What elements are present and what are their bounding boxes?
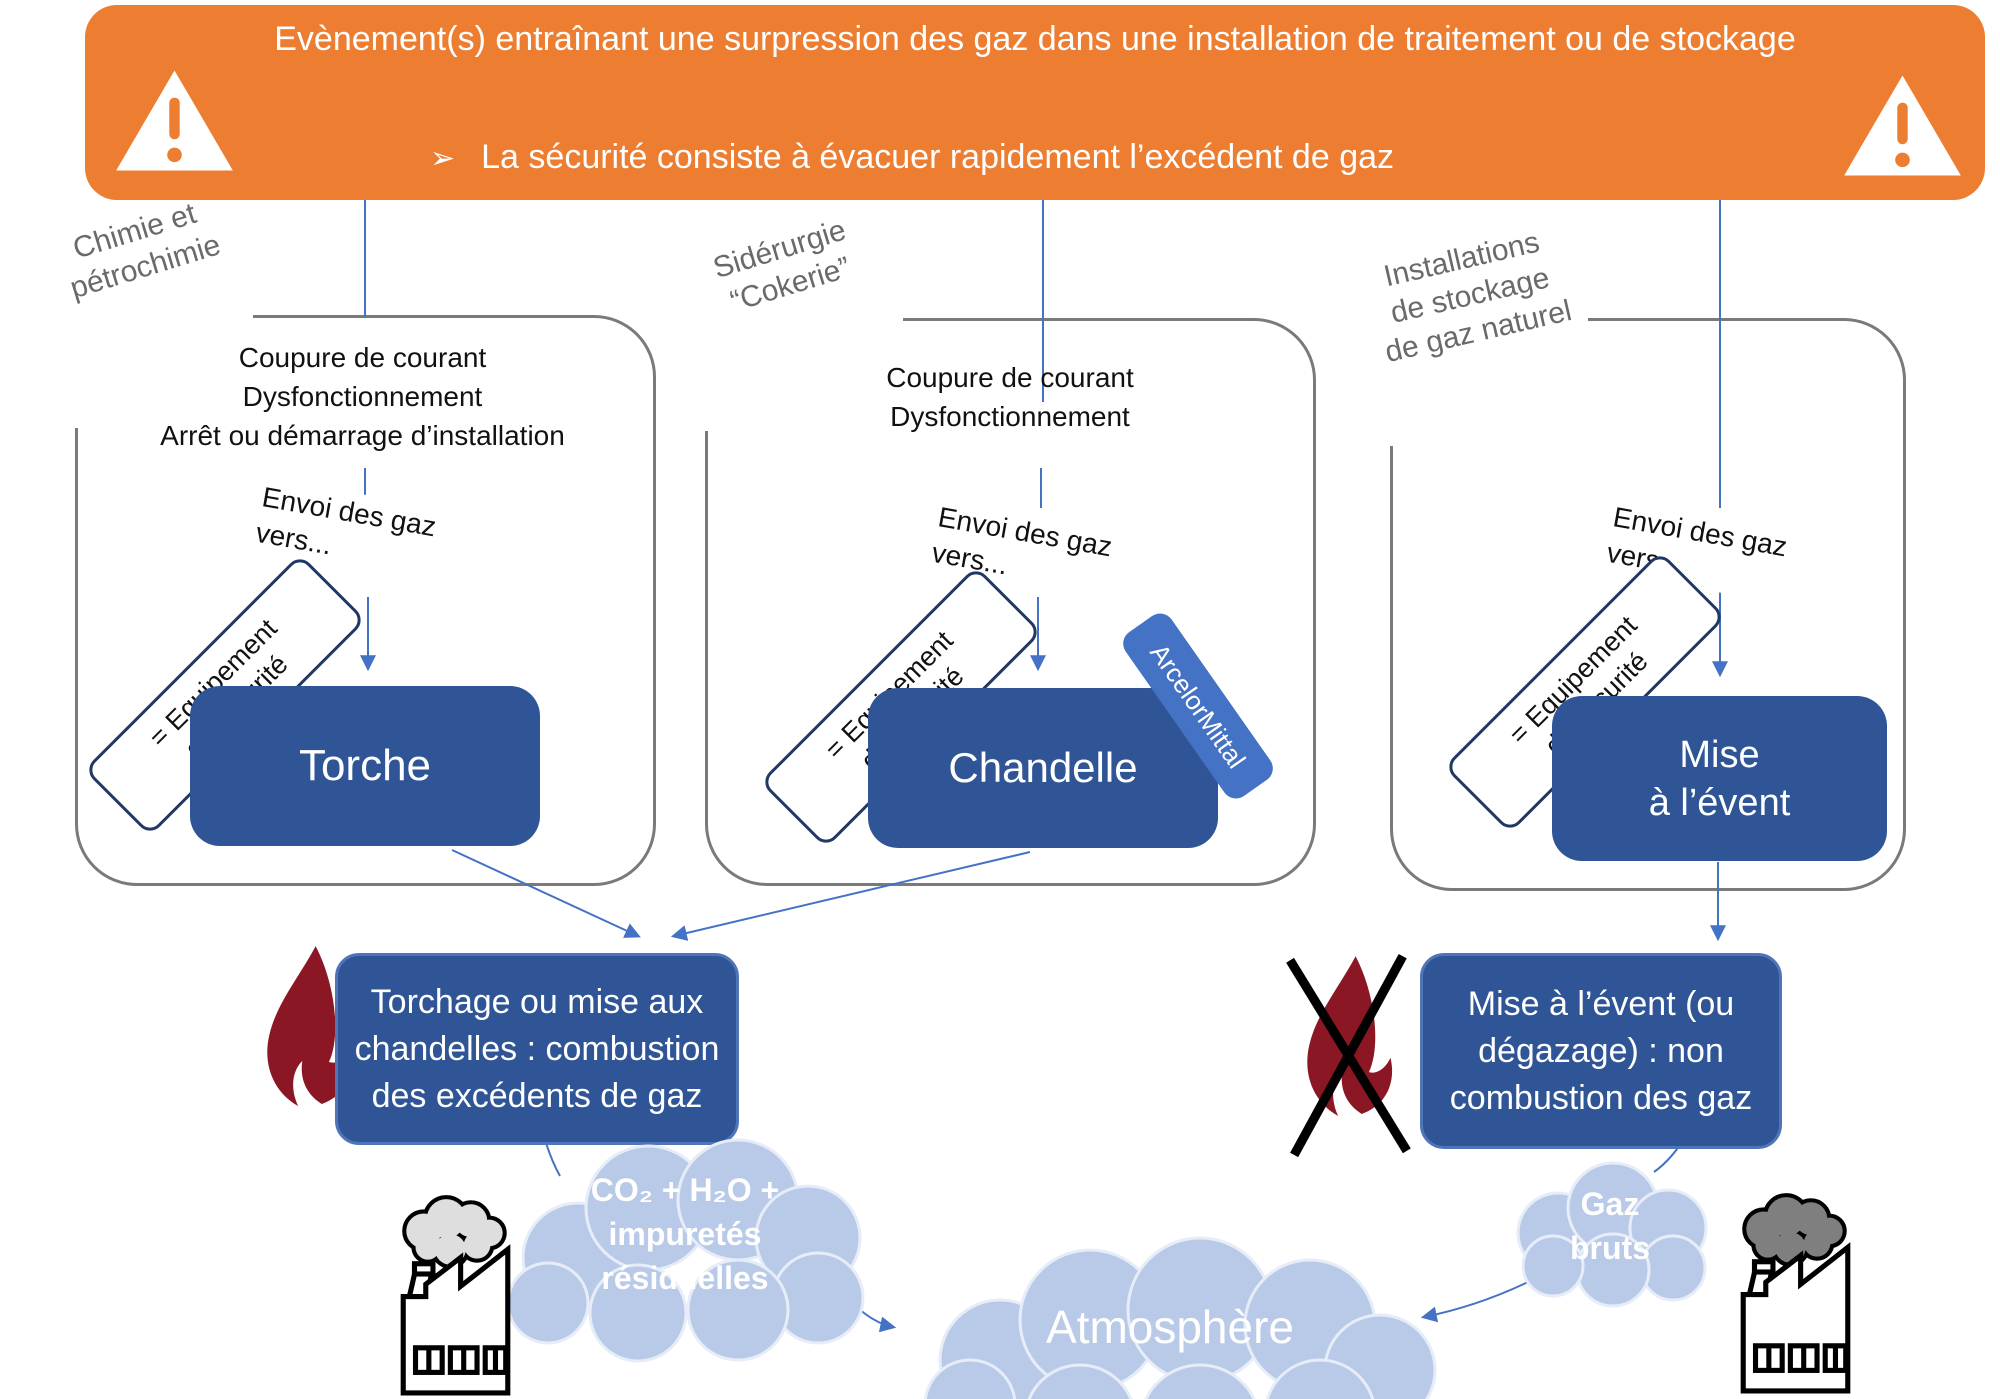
frame-gap (688, 296, 903, 431)
frame-gap (1373, 296, 1588, 446)
warning-triangle-icon (1844, 75, 1961, 176)
device-chandelle: Chandelle (868, 688, 1218, 848)
cloud-products-label: CO₂ + H₂O + impuretés résiduelles (590, 1172, 780, 1296)
bullet-text: La sécurité consiste à évacuer rapidemen… (481, 138, 1395, 176)
event-banner (85, 5, 1985, 200)
raw-gas-cloud (1516, 1161, 1708, 1308)
arrow-rawgas-to-atmosphere (1420, 1281, 1529, 1323)
arrow-torche-to-torchage (451, 849, 641, 938)
frame-gap (53, 293, 253, 428)
outcome-venting: Mise à l’évent (ou dégazage) : non combu… (1420, 953, 1782, 1149)
cloud-atmosphere-label: Atmosphère (1045, 1301, 1294, 1353)
warning-triangle-icon (116, 70, 233, 171)
arrow-chandelle-to-torchage (670, 851, 1031, 941)
frame-stockage (1390, 318, 1906, 891)
causes-chimie: Coupure de courant Dysfonctionnement Arr… (160, 342, 565, 451)
atmosphere-cloud (923, 1236, 1437, 1399)
factory-light-smoke-icon (400, 1195, 511, 1396)
outcome-combustion: Torchage ou mise aux chandelles : combus… (335, 953, 739, 1145)
frame-siderurgie (705, 318, 1316, 886)
banner-title: Evènement(s) entraînant une surpression … (274, 20, 1796, 58)
device-torche: Torche (190, 686, 540, 846)
device-mise-a-levent: Mise à l’évent (1552, 696, 1887, 861)
factory-dark-smoke-icon (1740, 1193, 1851, 1394)
causes-siderurgie: Coupure de courant Dysfonctionnement (886, 362, 1134, 432)
bullet-arrow-icon: ➢ (430, 142, 456, 175)
flame-icon (267, 946, 353, 1106)
cloud-rawgas-label: Gaz bruts (1570, 1186, 1650, 1266)
no-flame-icon (1286, 953, 1411, 1158)
banner-bullet: ➢ La sécurité consiste à évacuer rapideme… (430, 138, 1394, 177)
